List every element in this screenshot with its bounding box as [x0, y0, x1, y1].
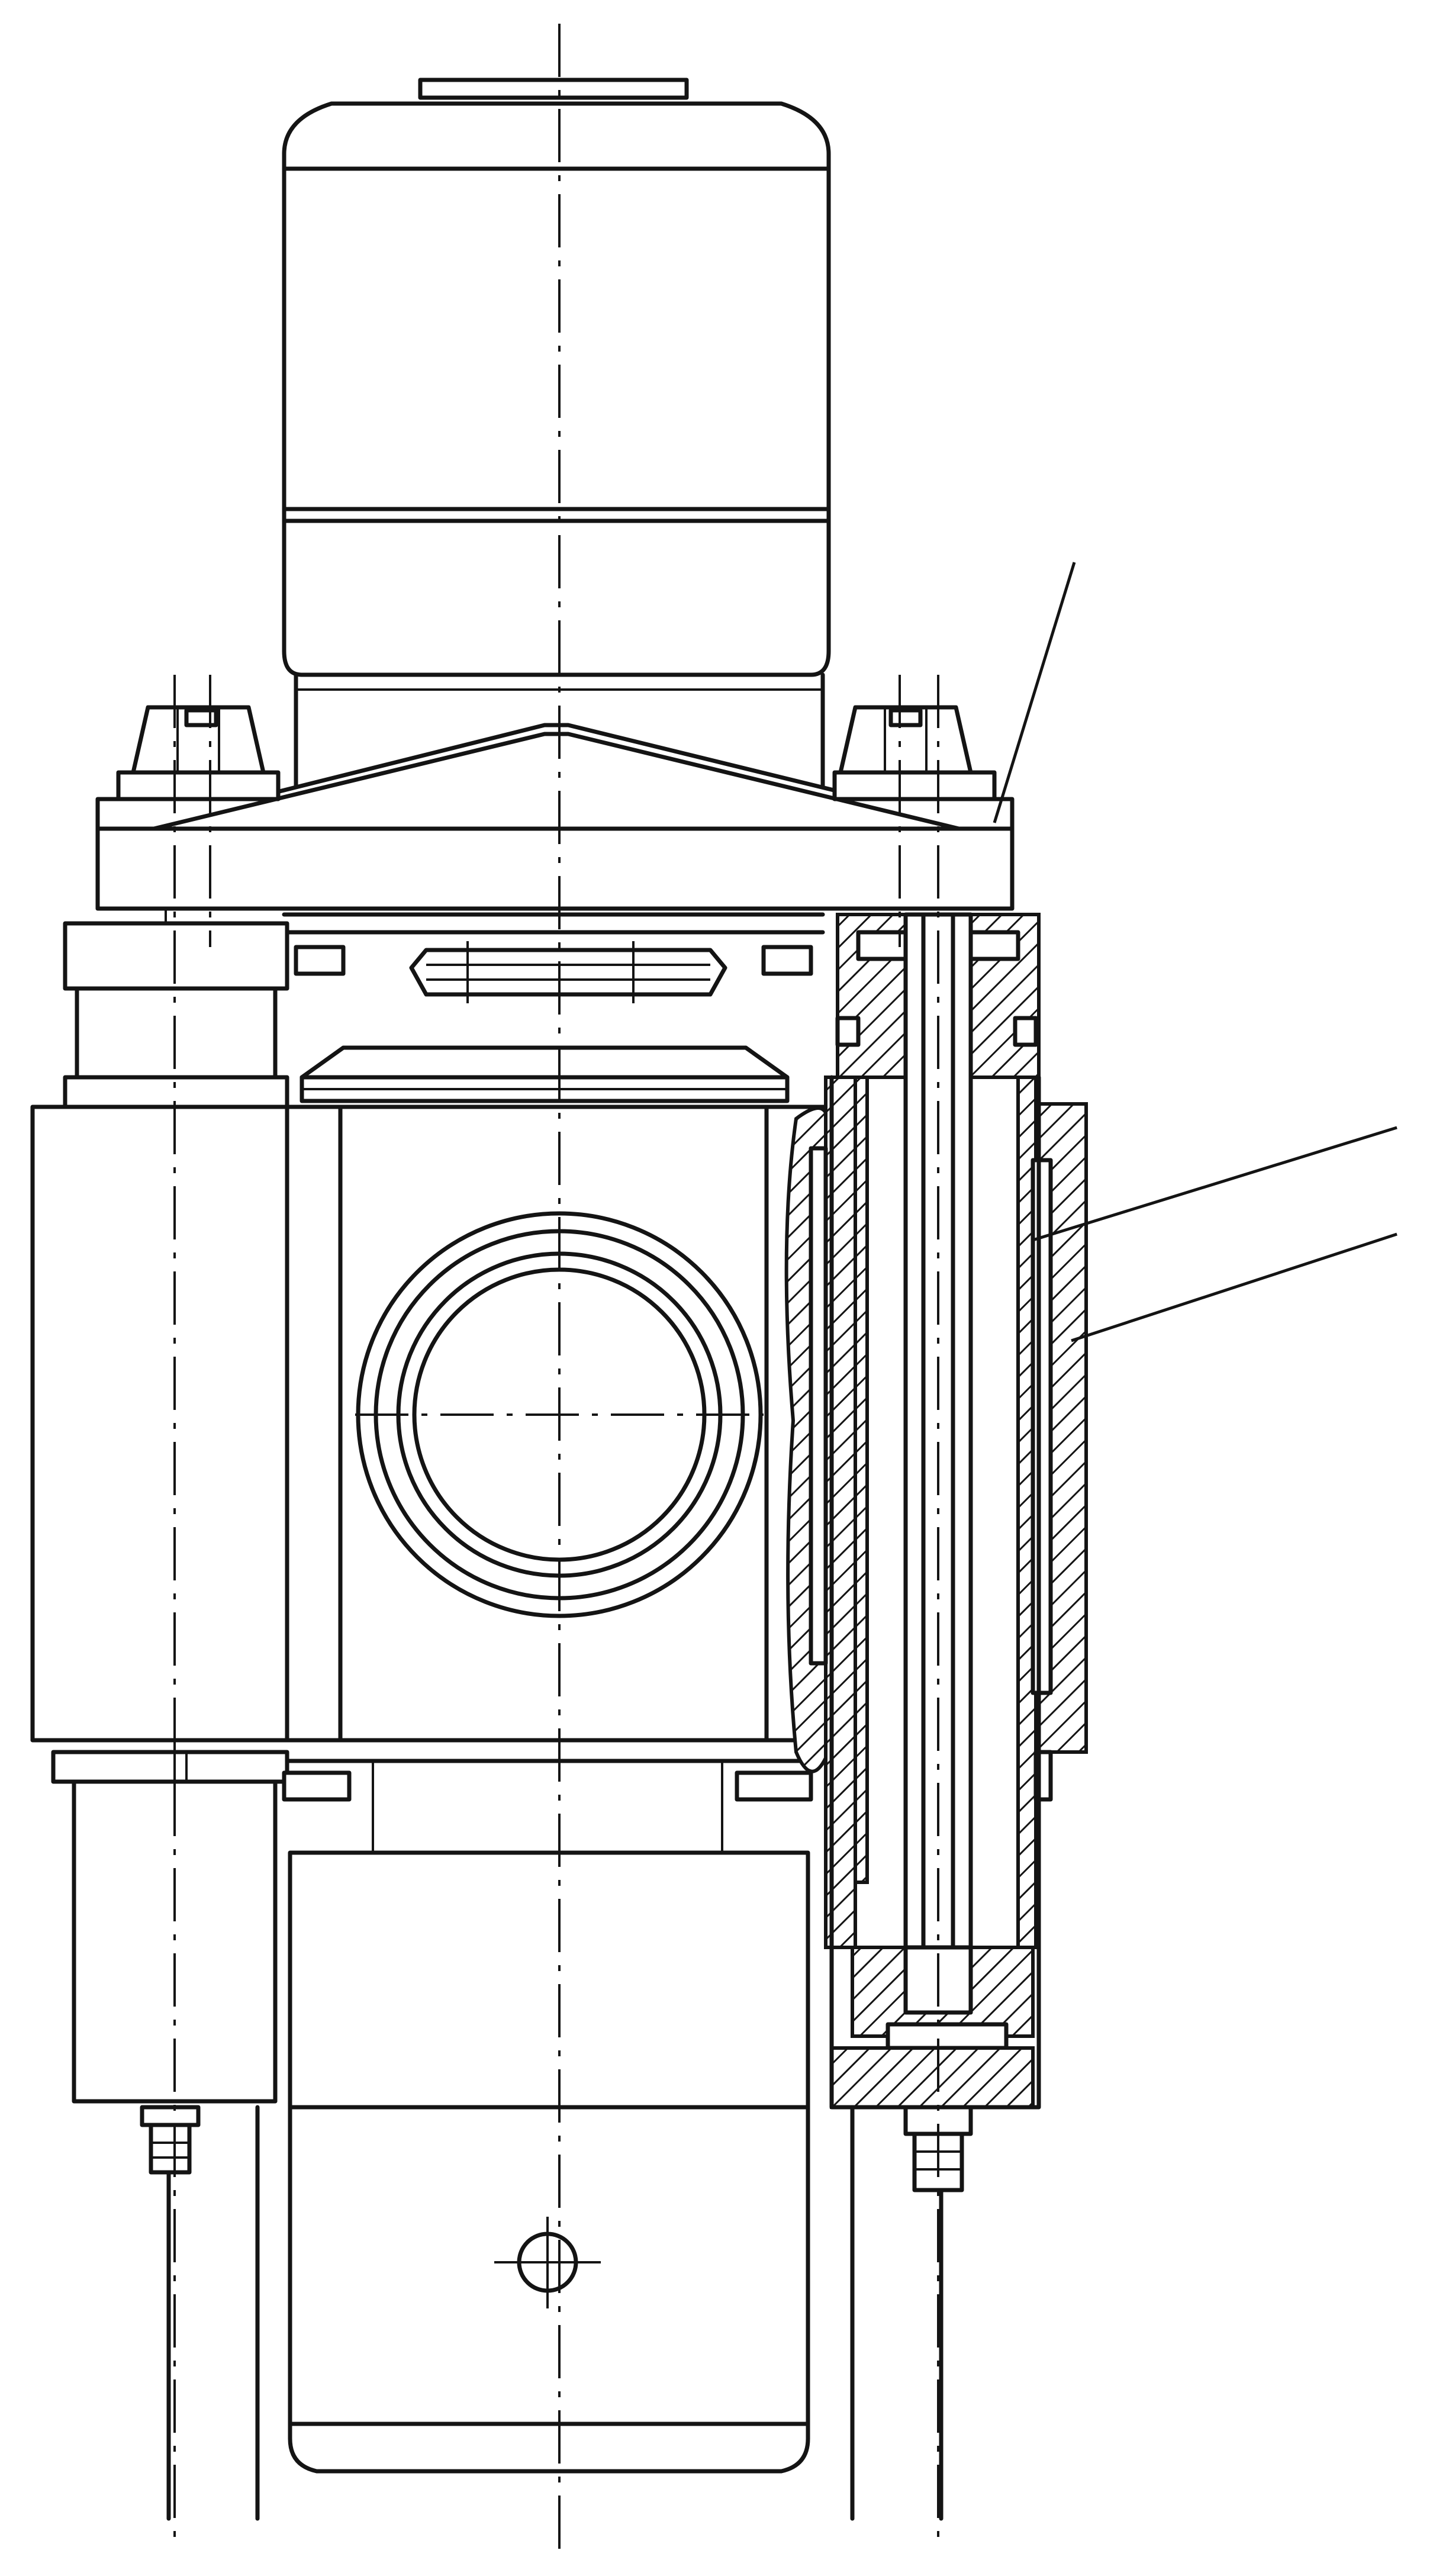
left-side-column [30, 1105, 289, 2104]
right-hydraulic-cylinder [784, 912, 1088, 2521]
upper-flange [409, 941, 727, 1003]
left-upper-collar [63, 921, 289, 1109]
upper-bolts [294, 945, 813, 976]
bottom-motor-housing [288, 1850, 810, 2474]
central-gearbox-housing [285, 1045, 840, 1763]
top-motor-housing [282, 78, 831, 801]
lower-bolts [282, 1761, 813, 1853]
centerlines [173, 24, 939, 2551]
right-top-nut [832, 705, 997, 801]
leader-top-plate [993, 562, 1076, 823]
leader-liner-upper [1032, 1126, 1398, 1242]
left-top-nut [116, 705, 281, 801]
left-bottom-fitting [140, 2105, 260, 2521]
leader-lines [993, 562, 1398, 1342]
leader-liner-lower [1071, 1232, 1398, 1342]
